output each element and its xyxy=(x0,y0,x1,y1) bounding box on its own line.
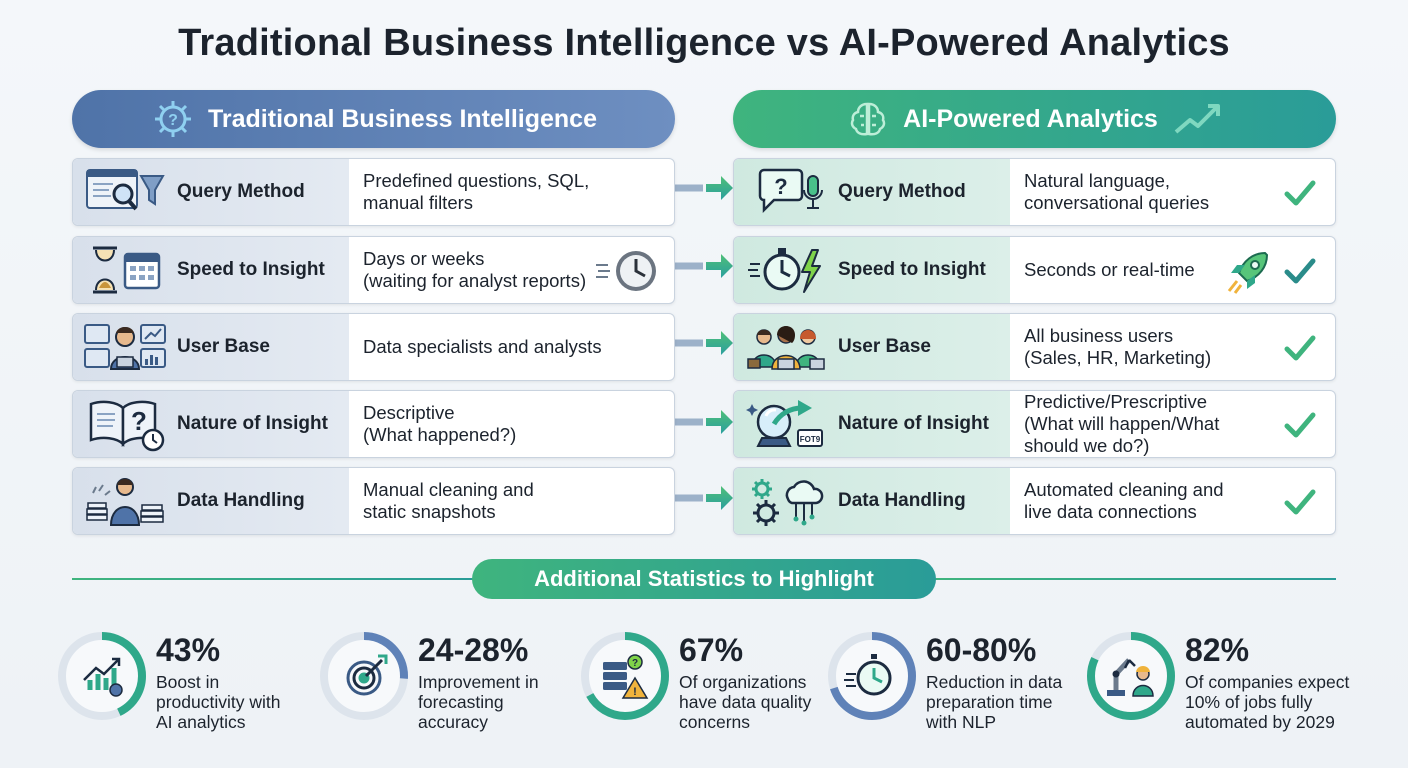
svg-text:FOT9: FOT9 xyxy=(800,435,821,444)
svg-text:?: ? xyxy=(168,112,178,129)
row-label: Data Handling xyxy=(177,490,305,511)
stat-card: 24-28% Improvement in forecasting accura… xyxy=(318,630,568,740)
traditional-description: Days or weeks (waiting for analyst repor… xyxy=(349,237,674,303)
row-label: Query Method xyxy=(838,181,966,202)
team-users-icon xyxy=(747,326,825,370)
book-question-clock-icon: ? xyxy=(89,400,165,452)
svg-text:?: ? xyxy=(632,658,638,669)
cloud-gears-icon xyxy=(752,479,824,526)
brain-icon xyxy=(850,102,886,136)
checkmark-icon xyxy=(1284,335,1316,361)
stat-value: 24-28% xyxy=(418,632,529,668)
ai-description: Automated cleaning and live data connect… xyxy=(1010,468,1335,534)
section-divider-left xyxy=(72,578,474,580)
row-label: Speed to Insight xyxy=(838,259,986,280)
ai-row-data-handling: Data Handling Automated cleaning and liv… xyxy=(733,467,1336,535)
checkmark-icon xyxy=(1284,412,1316,438)
traditional-bi-header-label: Traditional Business Intelligence xyxy=(208,104,597,133)
manual-paperwork-icon xyxy=(86,478,164,526)
search-filter-icon xyxy=(86,169,165,211)
traditional-row-speed-to-insight: Speed to Insight Days or weeks (waiting … xyxy=(72,236,675,304)
target-icon xyxy=(320,632,408,720)
svg-text:?: ? xyxy=(131,406,147,436)
progress-ring-fill xyxy=(320,632,408,720)
row-label: User Base xyxy=(177,336,270,357)
ai-row-user-base: User Base All business users (Sales, HR,… xyxy=(733,313,1336,381)
section-divider-right xyxy=(934,578,1336,580)
row-label: Nature of Insight xyxy=(838,413,989,434)
ai-description: All business users (Sales, HR, Marketing… xyxy=(1010,314,1335,380)
chat-microphone-icon: ? xyxy=(758,168,823,214)
ai-analytics-header: AI-Powered Analytics xyxy=(733,90,1336,148)
ai-row-nature-of-insight: FOT9 Nature of Insight Predictive/Prescr… xyxy=(733,390,1336,458)
ai-analytics-header-label: AI-Powered Analytics xyxy=(903,104,1158,133)
traditional-description: Predefined questions, SQL, manual filter… xyxy=(363,170,590,213)
stats-section-header: Additional Statistics to Highlight xyxy=(472,559,936,599)
stat-description: Improvement in forecasting accuracy xyxy=(418,672,539,732)
traditional-row-user-base: User Base Data specialists and analysts xyxy=(72,313,675,381)
stopwatch-lightning-icon xyxy=(748,248,821,293)
page-title: Traditional Business Intelligence vs AI-… xyxy=(178,22,1230,64)
stopwatch-icon xyxy=(828,632,916,720)
gear-question-icon: ? xyxy=(155,101,191,137)
row-label: Query Method xyxy=(177,181,305,202)
rocket-icon xyxy=(1227,251,1269,294)
stat-value: 82% xyxy=(1185,632,1250,668)
hourglass-calendar-icon xyxy=(93,246,161,294)
ai-row-query-method: ? Query Method Natural language, convers… xyxy=(733,158,1336,226)
stat-card: 82% Of companies expect 10% of jobs full… xyxy=(1085,630,1375,740)
stat-value: 67% xyxy=(679,632,744,668)
progress-ring-fill xyxy=(58,632,146,720)
row-label: User Base xyxy=(838,336,931,357)
row-label: Data Handling xyxy=(838,490,966,511)
stat-card: ? ! 67% Of organizations have data quali… xyxy=(579,630,829,740)
stat-card: 60-80% Reduction in data preparation tim… xyxy=(826,630,1076,740)
traditional-description: Descriptive (What happened?) xyxy=(363,402,517,445)
ai-description: Natural language, conversational queries xyxy=(1010,159,1335,225)
trend-up-icon xyxy=(1174,104,1220,134)
progress-ring-fill xyxy=(828,632,916,720)
stat-description: Reduction in data preparation time with … xyxy=(926,672,1063,732)
checkmark-icon xyxy=(1284,180,1316,206)
progress-ring-fill xyxy=(581,632,669,720)
traditional-description: Manual cleaning and static snapshots xyxy=(363,479,534,522)
row-label: Nature of Insight xyxy=(177,413,328,434)
data-warning-icon: ? ! xyxy=(581,632,669,720)
stat-value: 60-80% xyxy=(926,632,1037,668)
traditional-row-query-method: Query Method Predefined questions, SQL, … xyxy=(72,158,675,226)
ai-description: Seconds or real-time xyxy=(1010,237,1335,303)
stat-card: 43% Boost in productivity with AI analyt… xyxy=(56,630,306,740)
ai-description: Predictive/Prescriptive (What will happe… xyxy=(1010,391,1335,457)
crystal-ball-forecast-icon: FOT9 xyxy=(746,400,823,447)
comparison-connector-arrows xyxy=(675,176,733,510)
checkmark-icon xyxy=(1284,489,1316,515)
stat-description: Of organizations have data quality conce… xyxy=(679,672,812,732)
traditional-description: Data specialists and analysts xyxy=(363,336,602,357)
ai-row-speed-to-insight: Speed to Insight Seconds or real-time xyxy=(733,236,1336,304)
traditional-bi-header: ? Traditional Business Intelligence xyxy=(72,90,675,148)
stat-description: Boost in productivity with AI analytics xyxy=(156,672,281,732)
progress-ring-fill xyxy=(1087,632,1175,720)
stat-value: 43% xyxy=(156,632,221,668)
traditional-row-data-handling: Data Handling Manual cleaning and static… xyxy=(72,467,675,535)
traditional-row-nature-of-insight: ? Nature of Insight Descriptive (What ha… xyxy=(72,390,675,458)
svg-text:!: ! xyxy=(633,686,637,698)
row-label: Speed to Insight xyxy=(177,259,325,280)
clock-icon xyxy=(596,251,656,291)
analyst-dashboard-icon xyxy=(84,324,166,370)
robot-arm-icon xyxy=(1087,632,1175,720)
checkmark-icon xyxy=(1284,258,1316,284)
growth-chart-icon xyxy=(58,632,146,720)
stat-description: Of companies expect 10% of jobs fully au… xyxy=(1185,672,1350,732)
svg-text:?: ? xyxy=(774,174,787,199)
